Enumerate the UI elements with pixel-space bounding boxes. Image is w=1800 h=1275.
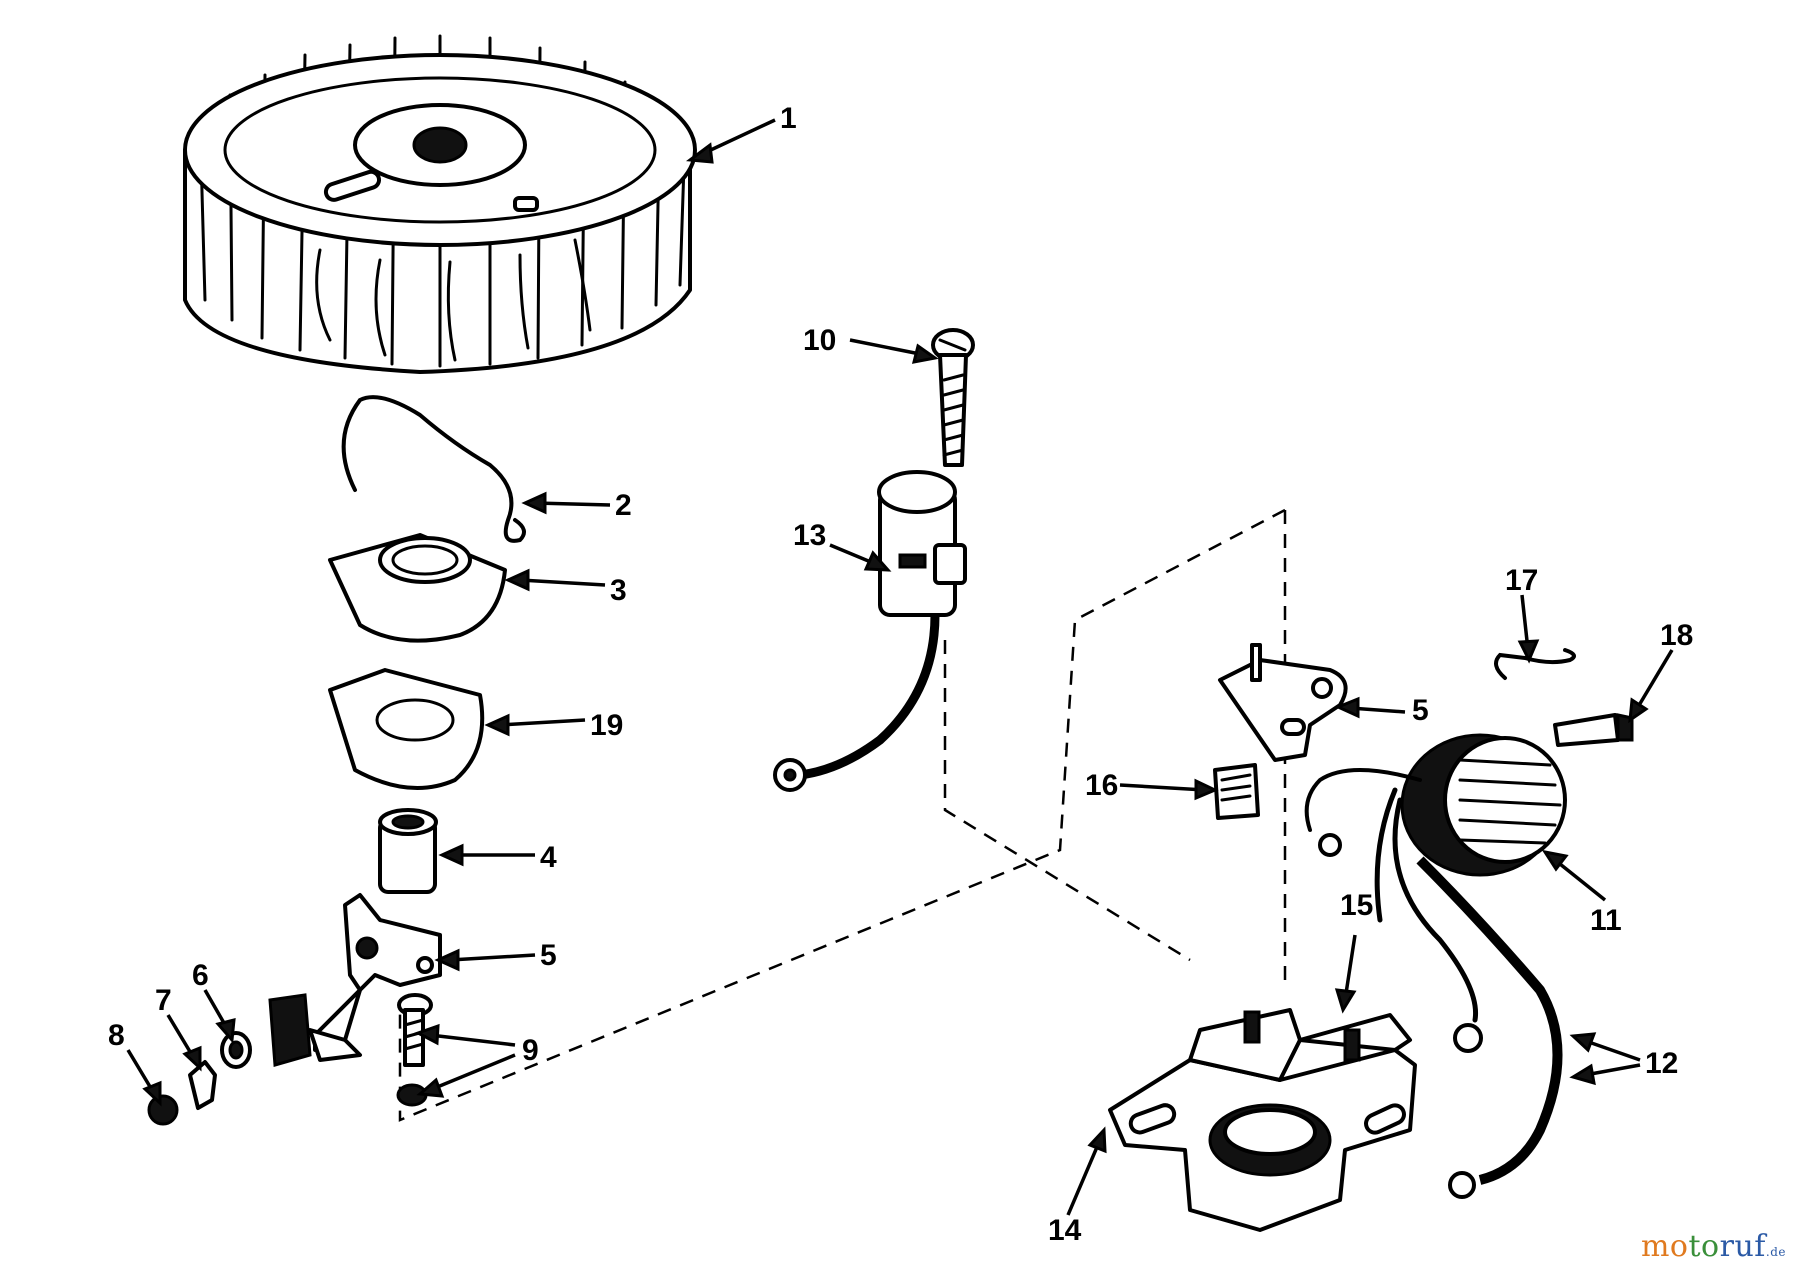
callout-12: 12 [1645,1047,1678,1080]
callout-11: 11 [1590,904,1622,937]
screw-10 [931,328,975,467]
bracket [1218,643,1348,762]
nut-8 [147,1094,179,1126]
watermark-to: to [1688,1229,1720,1264]
callout-2: 2 [615,489,632,522]
callout-4: 4 [540,841,557,874]
callout-3: 3 [610,574,627,607]
leader-lines [126,118,1674,1216]
condenser [773,470,967,792]
callout-18: 18 [1660,619,1693,652]
callout-17: 17 [1505,564,1538,597]
flywheel-shield [328,533,507,643]
callout-13: 13 [793,519,826,552]
washer-6 [220,1031,252,1069]
watermark-ruf: ruf [1719,1229,1766,1264]
callout-7: 7 [155,984,172,1017]
felt-pad [1213,763,1260,820]
callout-14: 14 [1048,1214,1082,1247]
watermark-tld: .de [1765,1245,1786,1259]
clip-7 [188,1060,217,1110]
flywheel [183,34,697,374]
watermark-logo: motoruf.de [1641,1229,1786,1264]
contact-point-block [268,993,362,1067]
breaker-housing [1108,1008,1417,1232]
insulator-18 [1553,713,1634,747]
callout-1: 1 [780,102,797,135]
callout-9: 9 [522,1034,539,1067]
callout-labels: 1 2 3 19 4 5 6 7 8 9 10 13 5 16 17 18 11… [108,102,1693,1247]
spring-wire [341,395,526,543]
callout-15: 15 [1340,889,1373,922]
callout-5-right: 5 [1412,694,1429,727]
watermark-mo: mo [1640,1229,1689,1264]
bushing [378,808,438,894]
callout-5-left: 5 [540,939,557,972]
callout-10: 10 [803,324,836,357]
ignition-coil [1304,733,1567,877]
washer-plate [328,668,485,790]
assembly-dashed-line-a [398,508,1286,1122]
coil-leads [1374,787,1563,1199]
clip-17 [1494,648,1576,680]
callout-19: 19 [590,709,623,742]
callout-16: 16 [1085,769,1118,802]
assembly-dashed-line-b [943,640,1191,962]
screw-9 [397,993,433,1067]
callout-8: 8 [108,1019,125,1052]
callout-6: 6 [192,959,209,992]
